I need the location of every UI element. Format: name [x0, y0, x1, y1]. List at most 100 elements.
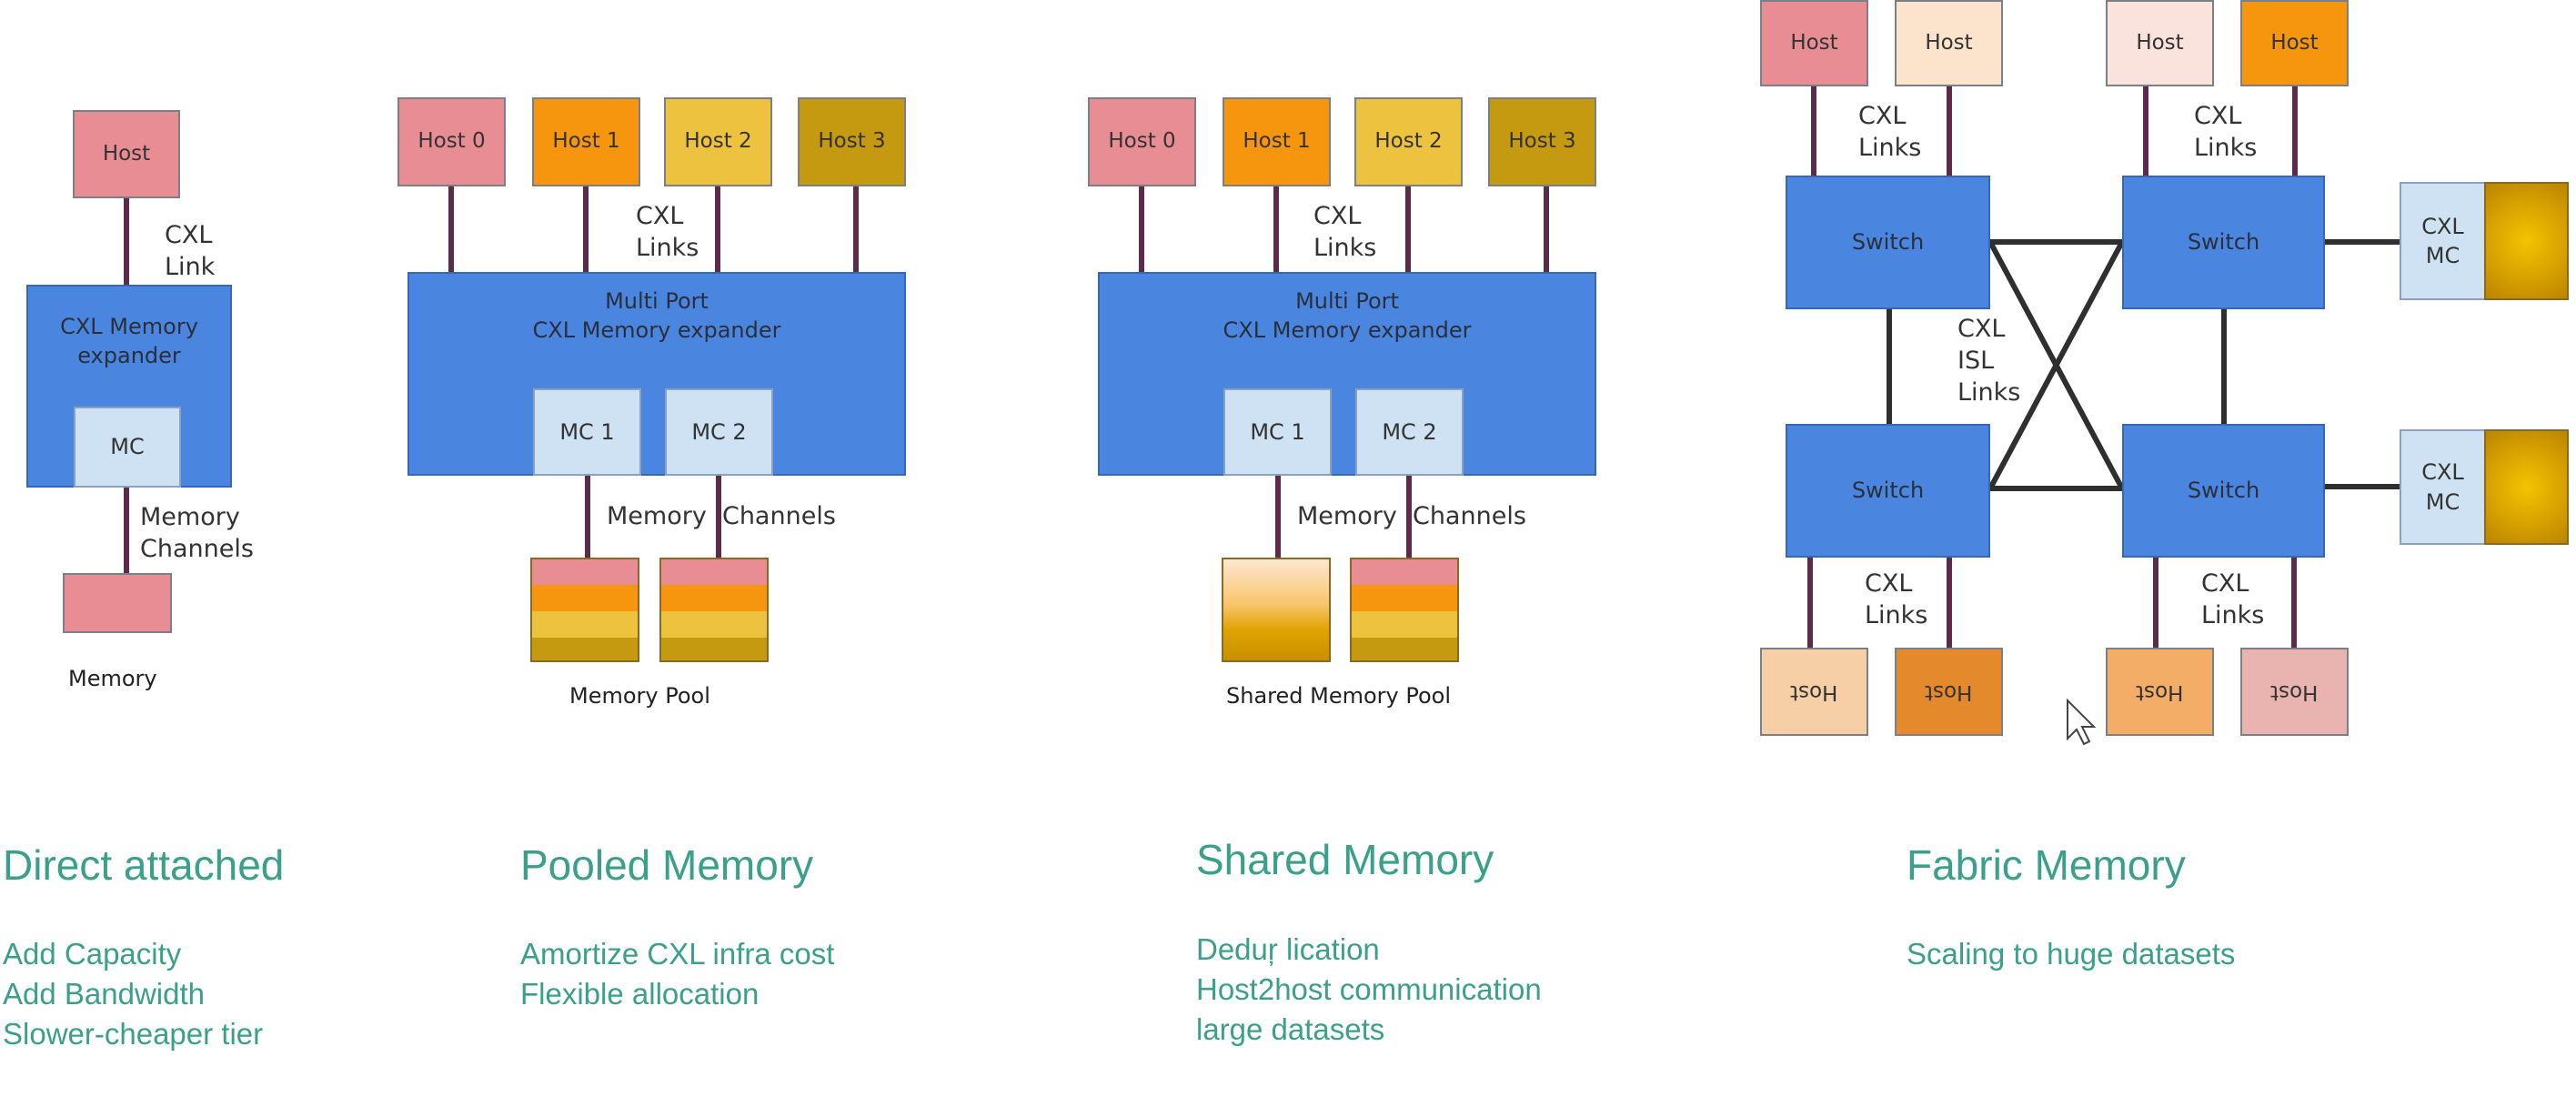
label-line: Links	[1858, 134, 1922, 163]
memory-stripe	[1352, 559, 1457, 585]
desc-line: Scaling to huge datasets	[1907, 937, 2236, 971]
fabric-bottom-left-links-label: CXL Links	[1865, 568, 1927, 631]
fabric-top-host-box: Host	[2106, 0, 2214, 86]
shared-memory-blob	[1222, 558, 1331, 662]
label-line: CXL Memory	[60, 314, 198, 339]
shared-mc-box: MC 2	[1355, 388, 1464, 476]
pooled-host-box: Host 0	[397, 97, 506, 186]
fabric-bottom-right-links-label: CXL Links	[2201, 568, 2264, 631]
label-line: MC	[2425, 243, 2460, 268]
shared-pool-caption: Shared Memory Pool	[1226, 683, 1452, 709]
label-line: Links	[1865, 601, 1928, 630]
label-line: CXL	[2421, 213, 2464, 239]
memory-stripe	[532, 611, 638, 638]
fabric-top-host-box: Host	[1760, 0, 1868, 86]
memory-stripe	[1352, 611, 1457, 638]
label-line: CXL Memory expander	[1223, 317, 1472, 344]
label-line: CXL	[2201, 569, 2249, 598]
label-line: Links	[2194, 134, 2258, 163]
shared-host-box: Host 3	[1488, 97, 1596, 186]
desc-line: Flexible allocation	[520, 977, 760, 1011]
label-line: Links	[1313, 234, 1377, 263]
host-label: Host	[2136, 680, 2184, 705]
label-line: CXL	[636, 202, 684, 230]
pooled-memory-stack	[659, 558, 769, 662]
shared-memory-stack	[1350, 558, 1459, 662]
fabric-memory-device	[2484, 429, 2569, 545]
shared-channels-label: Memory Channels	[1297, 502, 1526, 530]
label-line: Memory	[140, 503, 240, 531]
memory-stripe	[661, 638, 767, 660]
label-line: Links	[636, 234, 699, 263]
direct-cxl-link-label: CXL Link	[165, 219, 215, 283]
label-line: Link	[165, 253, 216, 282]
pooled-host-box: Host 2	[664, 97, 772, 186]
fabric-top-right-links-label: CXL Links	[2194, 100, 2257, 164]
switch-bottom-right: Switch	[2122, 424, 2325, 558]
label-line: CXL	[2194, 102, 2242, 130]
label-line: CXL	[165, 221, 213, 249]
pooled-host-box: Host 1	[532, 97, 640, 186]
fabric-top-left-links-label: CXL Links	[1858, 100, 1921, 164]
shared-host-box: Host 0	[1088, 97, 1196, 186]
direct-host-box: Host	[73, 110, 180, 198]
shared-memory-title: Shared Memory	[1196, 836, 1494, 883]
fabric-top-host-box: Host	[1895, 0, 2003, 86]
pooled-memory-title: Pooled Memory	[520, 841, 814, 889]
isl-link-line	[1987, 240, 2125, 490]
fabric-memory-description: Scaling to huge datasets	[1907, 934, 2235, 974]
label-line: CXL	[1865, 569, 1913, 598]
desc-line: Host2host communication	[1196, 972, 1542, 1006]
pooled-mc-box: MC 1	[533, 388, 641, 476]
fabric-memory-device	[2484, 182, 2569, 300]
label-line: Links	[1957, 378, 2021, 408]
pooled-host-box: Host 3	[798, 97, 906, 186]
memory-stripe	[661, 611, 767, 638]
switch-top-right: Switch	[2122, 176, 2325, 309]
desc-line: Deduŗ lication	[1196, 932, 1380, 966]
label-line: Links	[2201, 601, 2265, 630]
pooled-memory-stack	[530, 558, 639, 662]
label-line: ISL	[1957, 347, 1995, 376]
label-line: CXL	[1313, 202, 1362, 230]
label-line: CXL	[1957, 315, 2006, 343]
label-line: Multi Port	[605, 288, 709, 314]
fabric-bottom-host-box: Host	[1895, 648, 2003, 736]
host-label: Host	[1790, 680, 1838, 705]
memory-stripe	[1352, 638, 1457, 660]
label-line: CXL	[1858, 102, 1907, 130]
fabric-top-host-box: Host	[2240, 0, 2349, 86]
fabric-bottom-host-box: Host	[1760, 648, 1868, 736]
label-line: CXL Memory expander	[532, 317, 781, 344]
label-line: Channels	[140, 535, 254, 564]
direct-mc-box: MC	[74, 407, 181, 488]
memory-stripe	[661, 559, 767, 585]
memory-stripe	[532, 638, 638, 660]
switch-bottom-left: Switch	[1786, 424, 1990, 558]
desc-line: Add Bandwidth	[3, 977, 205, 1011]
pooled-links-label: CXL Links	[636, 200, 699, 264]
shared-mc-box: MC 1	[1223, 388, 1332, 476]
memory-stripe	[1352, 585, 1457, 611]
fabric-bottom-host-box: Host	[2240, 648, 2349, 736]
direct-memory-caption: Memory	[68, 666, 157, 691]
host-label: Host	[2270, 680, 2319, 705]
fabric-cxl-mc-box: CXL MC	[2400, 182, 2486, 300]
mouse-cursor-icon	[2067, 698, 2097, 746]
desc-line: large datasets	[1196, 1012, 1385, 1046]
direct-attached-title: Direct attached	[3, 841, 285, 889]
host-label: Host	[1925, 680, 1973, 705]
memory-stripe	[532, 585, 638, 611]
label-line: expander	[77, 343, 181, 369]
pooled-mc-box: MC 2	[665, 388, 773, 476]
desc-line: Slower-cheaper tier	[3, 1017, 264, 1051]
direct-memory-box	[63, 573, 172, 633]
